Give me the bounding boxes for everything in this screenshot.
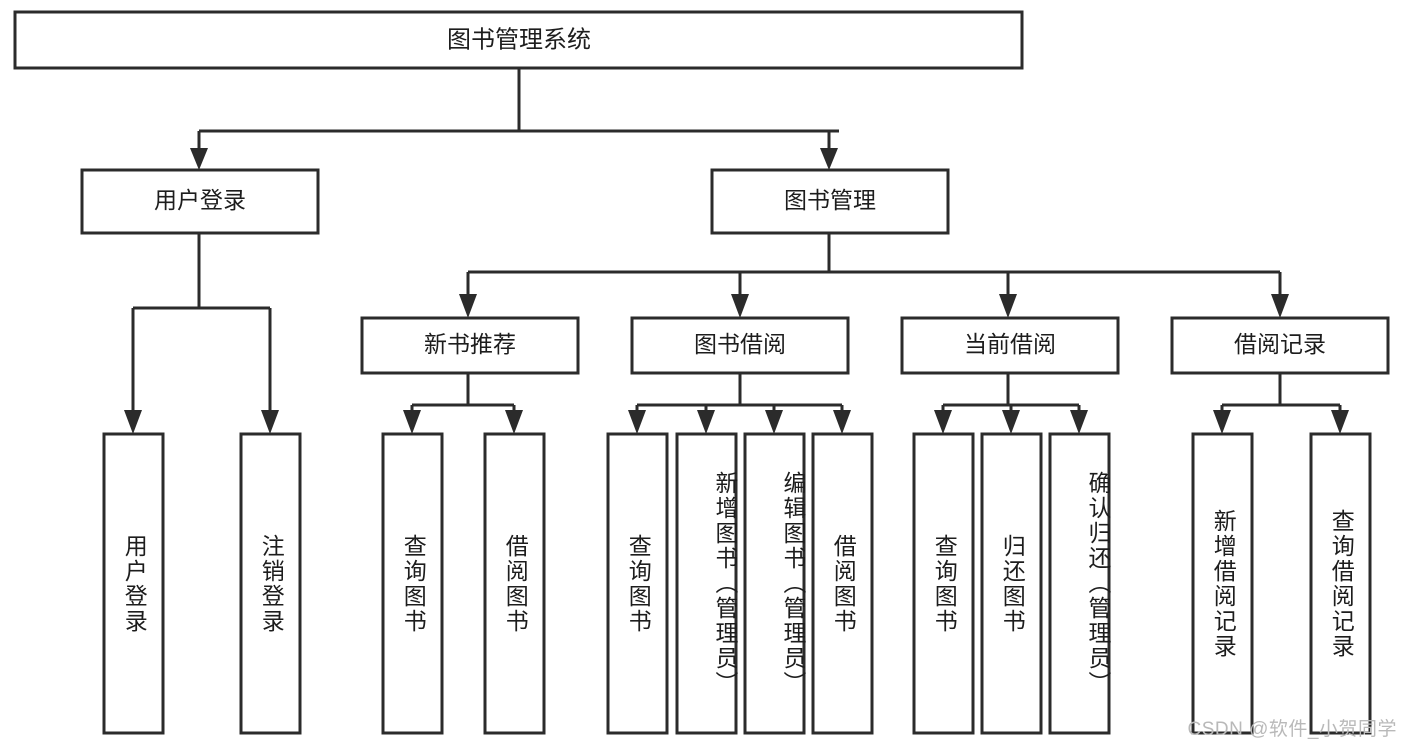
node-book-borrow[interactable]: 图书借阅 [630, 316, 850, 375]
node-book-management[interactable]: 图书管理 [710, 168, 950, 235]
node-root[interactable]: 图书管理系统 [13, 10, 1024, 70]
leaf-node-new-book-1[interactable] [381, 432, 444, 735]
leaf-node-new-book-2[interactable] [483, 432, 546, 735]
node-book-management-label: 图书管理 [784, 187, 876, 213]
connector-newbook-to-leaves [403, 373, 523, 434]
leaf-node-user-login-2[interactable] [239, 432, 302, 735]
leaf-node-user-login-1[interactable] [102, 432, 165, 735]
leaf-node-book-borrow-4[interactable] [811, 432, 874, 735]
leaf-node-current-borrow-1[interactable] [912, 432, 975, 735]
connector-bookborrow-to-leaves [628, 373, 851, 434]
node-borrow-record-label: 借阅记录 [1234, 331, 1326, 357]
watermark-text: CSDN @软件_小贺同学 [1187, 719, 1397, 740]
node-user-login-label: 用户登录 [154, 187, 246, 213]
node-borrow-record[interactable]: 借阅记录 [1170, 316, 1390, 375]
node-current-borrow[interactable]: 当前借阅 [900, 316, 1120, 375]
connector-bookmgmt-to-level3 [459, 233, 1289, 318]
leaf-node-borrow-record-2[interactable] [1309, 432, 1372, 735]
node-user-login[interactable]: 用户登录 [80, 168, 320, 235]
node-new-book-recommend[interactable]: 新书推荐 [360, 316, 580, 375]
leaf-node-book-borrow-2[interactable] [675, 432, 738, 735]
node-book-borrow-label: 图书借阅 [694, 331, 786, 357]
connector-userlogin-to-leaves [124, 233, 279, 434]
node-root-label: 图书管理系统 [447, 26, 591, 53]
leaf-node-current-borrow-3[interactable] [1048, 432, 1111, 735]
connector-borrowrecord-to-leaves [1213, 373, 1349, 434]
node-new-book-recommend-label: 新书推荐 [424, 331, 516, 357]
connector-currentborrow-to-leaves [934, 373, 1088, 434]
connector-root-to-level2 [190, 68, 839, 170]
node-current-borrow-label: 当前借阅 [964, 331, 1056, 357]
leaf-node-book-borrow-3[interactable] [743, 432, 806, 735]
leaf-node-current-borrow-2[interactable] [980, 432, 1043, 735]
leaf-node-borrow-record-1[interactable] [1191, 432, 1254, 735]
leaf-node-book-borrow-1[interactable] [606, 432, 669, 735]
